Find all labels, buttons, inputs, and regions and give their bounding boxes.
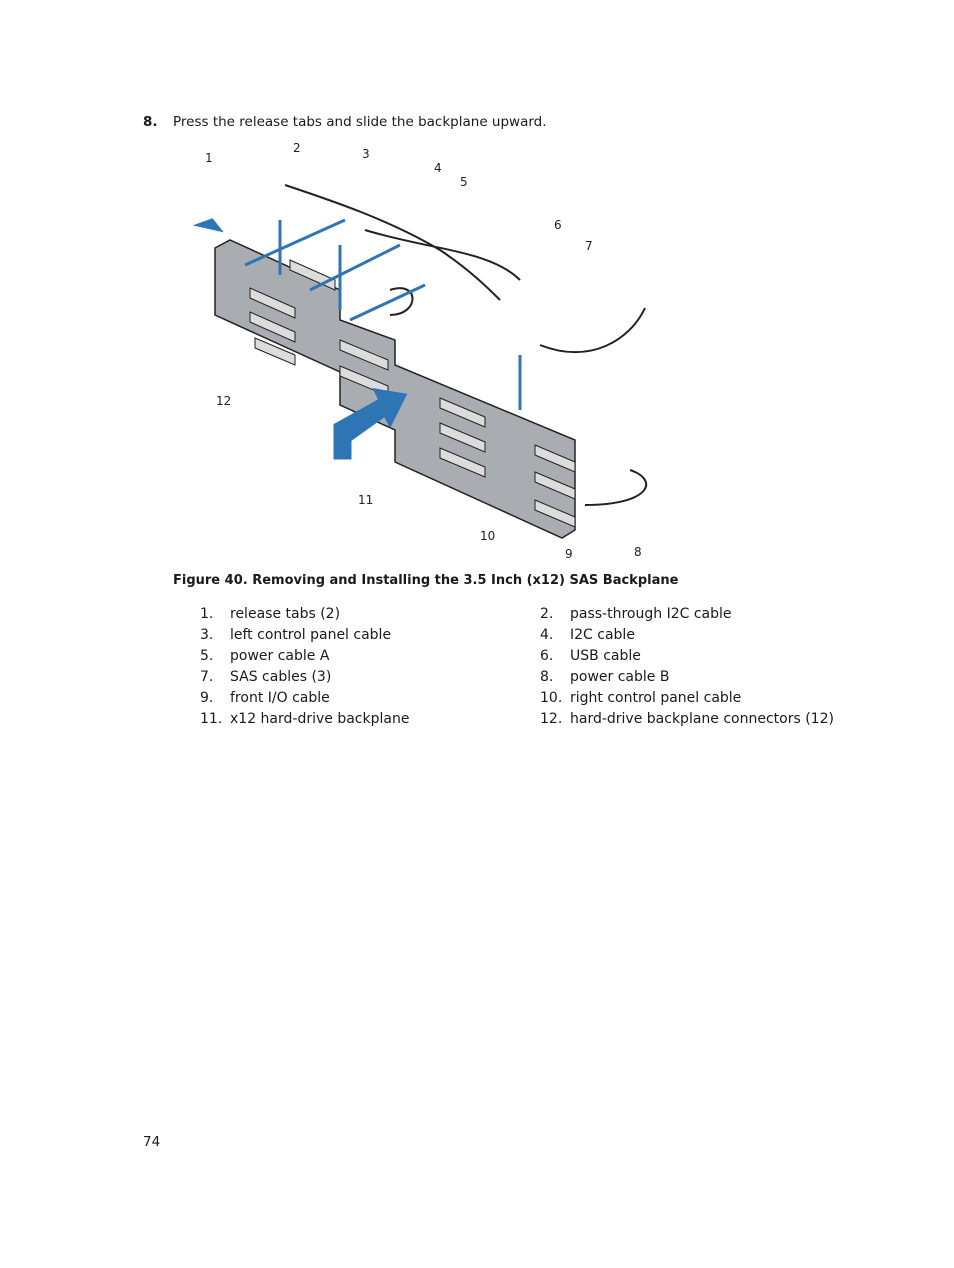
arrow-diag-3 xyxy=(349,283,426,322)
legend-num: 9. xyxy=(200,689,214,706)
power-cable-b-line xyxy=(584,469,648,506)
legend-item: 7. SAS cables (3) xyxy=(200,667,540,686)
legend-label: USB cable xyxy=(570,647,641,664)
legend-num: 5. xyxy=(200,647,214,664)
legend-item: 12. hard-drive backplane connectors (12) xyxy=(540,709,860,728)
legend-num: 7. xyxy=(200,668,214,685)
sas-cable-line-1 xyxy=(284,184,501,301)
callout-3: 3 xyxy=(362,147,370,161)
legend-label: SAS cables (3) xyxy=(230,668,332,685)
push-arrow-large xyxy=(333,388,408,460)
connector-8 xyxy=(439,447,486,478)
legend-num: 4. xyxy=(540,626,554,643)
callout-9: 9 xyxy=(565,547,573,561)
legend-label: x12 hard-drive backplane xyxy=(230,710,410,727)
legend-label: left control panel cable xyxy=(230,626,392,643)
callout-4: 4 xyxy=(434,161,442,175)
step-number: 8. xyxy=(143,114,158,130)
connector-10 xyxy=(534,471,576,500)
legend-num: 1. xyxy=(200,605,214,622)
connector-2 xyxy=(249,311,296,343)
legend-item: 4. I2C cable xyxy=(540,625,860,644)
callout-11: 11 xyxy=(358,493,373,507)
arrow-diag-2 xyxy=(309,243,401,292)
connector-11 xyxy=(534,499,576,528)
sas-cable-line-2 xyxy=(364,229,521,281)
legend-item: 10. right control panel cable xyxy=(540,688,860,707)
sas-cable-line-3 xyxy=(539,307,646,354)
callout-1: 1 xyxy=(205,151,213,165)
legend-num: 2. xyxy=(540,605,554,622)
callout-6: 6 xyxy=(554,218,562,232)
legend-item: 9. front I/O cable xyxy=(200,688,540,707)
legend-item: 1. release tabs (2) xyxy=(200,604,540,623)
connector-3 xyxy=(254,337,296,366)
legend-label: power cable B xyxy=(570,668,670,685)
callout-7: 7 xyxy=(585,239,593,253)
legend-num: 3. xyxy=(200,626,214,643)
step-8: 8. Press the release tabs and slide the b… xyxy=(143,114,547,130)
callout-10: 10 xyxy=(480,529,495,543)
legend-num: 10. xyxy=(540,689,563,706)
step-text: Press the release tabs and slide the bac… xyxy=(173,114,547,130)
legend-label: I2C cable xyxy=(570,626,635,643)
callouts: 1 2 3 4 5 6 7 8 9 10 11 12 xyxy=(205,141,642,561)
callout-12: 12 xyxy=(216,394,231,408)
legend-label: right control panel cable xyxy=(570,689,742,706)
legend-item: 11. x12 hard-drive backplane xyxy=(200,709,540,728)
legend-label: power cable A xyxy=(230,647,330,664)
legend-label: front I/O cable xyxy=(230,689,330,706)
legend-num: 8. xyxy=(540,668,554,685)
backplane-figure: 1 2 3 4 5 6 7 8 9 10 11 12 xyxy=(192,141,648,561)
callout-8: 8 xyxy=(634,545,642,559)
legend-item: 3. left control panel cable xyxy=(200,625,540,644)
legend-item: 5. power cable A xyxy=(200,646,540,665)
power-cable-a-line xyxy=(389,287,414,316)
callout-5: 5 xyxy=(460,175,468,189)
legend-num: 11. xyxy=(200,710,223,727)
callout-2: 2 xyxy=(293,141,301,155)
legend-item: 6. USB cable xyxy=(540,646,860,665)
legend-label: pass-through I2C cable xyxy=(570,605,732,622)
connector-9 xyxy=(534,444,576,473)
legend-item: 8. power cable B xyxy=(540,667,860,686)
figure-caption: Figure 40. Removing and Installing the 3… xyxy=(173,573,679,588)
legend-num: 6. xyxy=(540,647,554,664)
legend-num: 12. xyxy=(540,710,563,727)
page-number: 74 xyxy=(143,1134,161,1150)
push-arrow-left xyxy=(192,218,224,233)
connector-6 xyxy=(439,397,486,428)
figure-legend: 1. release tabs (2) 2. pass-through I2C ca… xyxy=(200,604,860,728)
legend-label: release tabs (2) xyxy=(230,605,341,622)
legend-item: 2. pass-through I2C cable xyxy=(540,604,860,623)
arrow-diag-1 xyxy=(244,218,346,267)
legend-label: hard-drive backplane connectors (12) xyxy=(570,710,834,727)
connector-1 xyxy=(249,287,296,319)
connector-7 xyxy=(439,422,486,453)
connector-4 xyxy=(339,339,389,371)
